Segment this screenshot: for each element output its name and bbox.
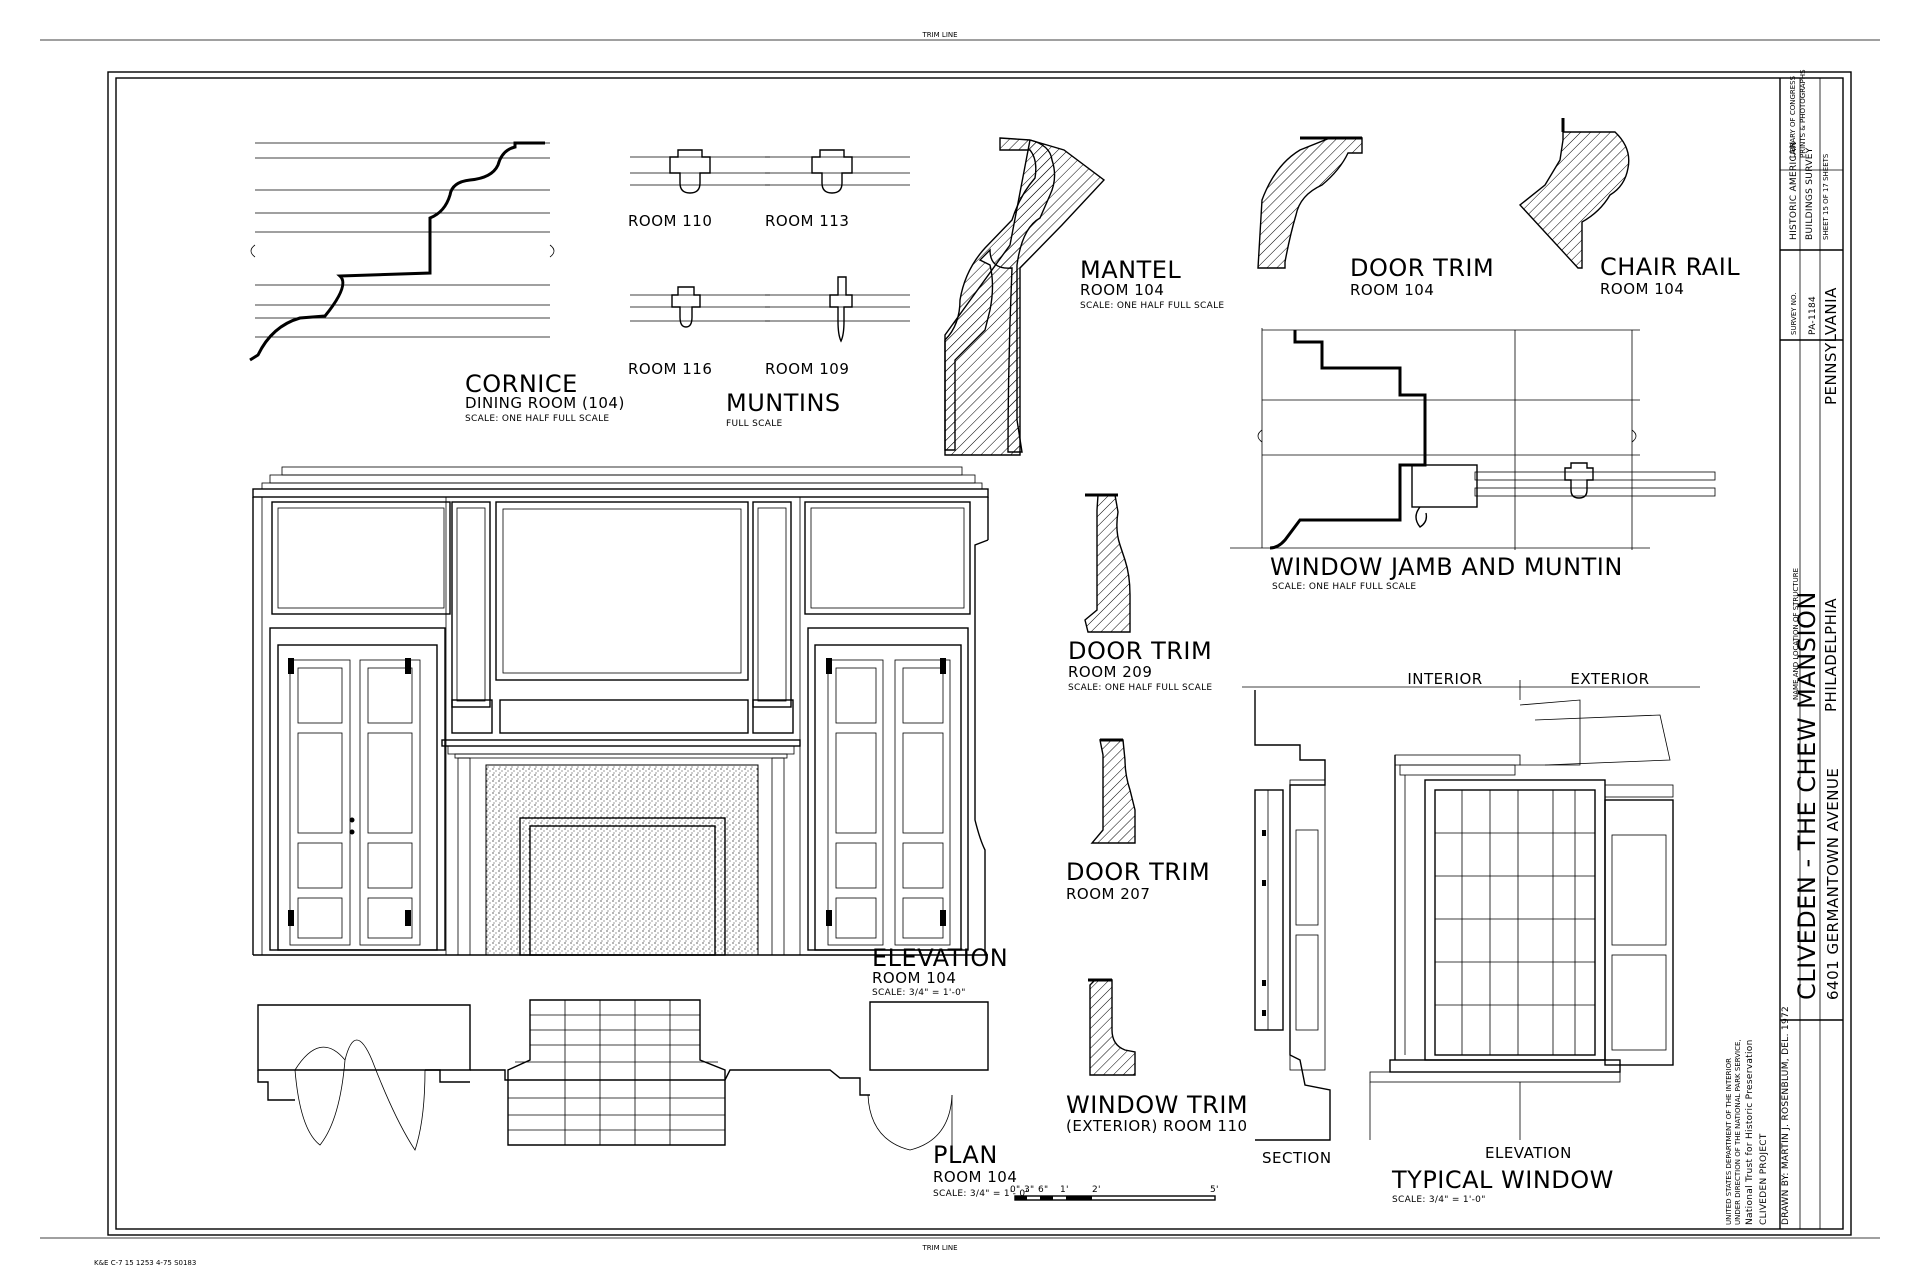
survey-name-line-2: BUILDINGS SURVEY [1805,147,1815,240]
door-trim-207-detail: DOOR TRIM ROOM 207 [1066,738,1210,903]
door-trim-104-detail: DOOR TRIM ROOM 104 [1257,136,1494,299]
window-jamb-title: WINDOW JAMB AND MUNTIN [1270,553,1623,581]
survey-no-label: SURVEY NO. [1790,293,1798,335]
door-trim-209-room: ROOM 209 [1068,663,1152,681]
door-trim-207-title: DOOR TRIM [1066,858,1210,886]
plan-title: PLAN [933,1141,998,1169]
door-trim-104-title: DOOR TRIM [1350,254,1494,282]
title-block: 6401 GERMANTOWN AVENUE CLIVEDEN - THE CH… [1725,69,1843,1229]
elevation-room: ROOM 104 [872,969,956,987]
muntin-room-110: ROOM 110 [628,212,712,230]
window-trim-room: (EXTERIOR) ROOM 110 [1066,1117,1248,1135]
door-trim-209-title: DOOR TRIM [1068,637,1212,665]
direction-line: UNDER DIRECTION OF THE NATIONAL PARK SER… [1734,1039,1742,1225]
muntins-title: MUNTINS [726,389,841,417]
scale-label-0: 0" [1010,1185,1020,1195]
chair-rail-room: ROOM 104 [1600,280,1684,298]
drawn-by: DRAWN BY: MARTIN J. ROSENBLUM, DEL. 1972 [1781,1006,1791,1225]
door-trim-209-scale: SCALE: ONE HALF FULL SCALE [1068,683,1212,693]
door-trim-209-detail: DOOR TRIM ROOM 209 SCALE: ONE HALF FULL … [1068,493,1212,693]
survey-number: PA-1184 [1808,296,1818,335]
elevation-title: ELEVATION [872,944,1008,972]
cornice-scale: SCALE: ONE HALF FULL SCALE [465,414,609,424]
window-trim-detail: WINDOW TRIM (EXTERIOR) ROOM 110 [1066,978,1248,1135]
muntin-room-113: ROOM 113 [765,212,849,230]
trim-line-top: TRIM LINE [921,31,957,39]
plan-room: ROOM 104 [933,1168,1017,1186]
muntin-room-109: ROOM 109 [765,360,849,378]
typical-window-detail: INTERIOR EXTERIOR SECTION [1242,670,1700,1205]
door-trim-207-room: ROOM 207 [1066,885,1150,903]
sheet-frame: TRIM LINE TRIM LINE K&E C-7 15 1253 4-75… [40,31,1880,1267]
building-name: CLIVEDEN - THE CHEW MANSION [1793,591,1821,1000]
trust-name: National Trust for Historic Preservation [1745,1039,1755,1225]
typical-window-title: TYPICAL WINDOW [1391,1166,1614,1194]
door-trim-104-room: ROOM 104 [1350,281,1434,299]
building-city: PHILADELPHIA [1822,598,1840,712]
corner-note-line-1: LIBRARY OF CONGRESS [1789,75,1797,158]
elevation-scale: SCALE: 3/4" = 1'-0" [872,988,966,998]
trim-line-bottom: TRIM LINE [921,1244,957,1252]
graphic-scale-bar: 0" 3" 6" 1' 2' 5' [1010,1185,1219,1201]
mantel-room: ROOM 104 [1080,281,1164,299]
cornice-room: DINING ROOM (104) [465,394,625,412]
chair-rail-title: CHAIR RAIL [1600,253,1740,281]
mantel-scale: SCALE: ONE HALF FULL SCALE [1080,301,1224,311]
mantel-title: MANTEL [1080,256,1181,284]
plan-scale: SCALE: 3/4" = 1'- 0" [933,1189,1030,1199]
building-state: PENNSYLVANIA [1822,287,1840,405]
scale-label-3: 3" [1024,1185,1034,1195]
survey-name-line-1: HISTORIC AMERICAN [1789,141,1799,240]
window-interior-label: INTERIOR [1407,670,1482,688]
building-address: 6401 GERMANTOWN AVENUE [1824,768,1842,1000]
typical-window-scale: SCALE: 3/4" = 1'-0" [1392,1195,1486,1205]
cornice-detail: CORNICE DINING ROOM (104) SCALE: ONE HAL… [249,141,625,424]
scale-label-1ft: 1' [1060,1185,1069,1195]
department-line: UNITED STATES DEPARTMENT OF THE INTERIOR [1725,1058,1733,1225]
sheet-number: SHEET 15 OF 17 SHEETS [1822,153,1830,240]
cornice-title: CORNICE [465,370,578,398]
window-jamb-scale: SCALE: ONE HALF FULL SCALE [1272,582,1416,592]
scale-label-6: 6" [1038,1185,1048,1195]
room-104-elevation: ELEVATION ROOM 104 SCALE: 3/4" = 1'-0" [252,466,1008,998]
window-elevation-label: ELEVATION [1485,1144,1572,1162]
room-104-plan: PLAN ROOM 104 SCALE: 3/4" = 1'- 0" [257,999,1030,1199]
window-exterior-label: EXTERIOR [1570,670,1649,688]
print-code: K&E C-7 15 1253 4-75 S0183 [94,1259,196,1267]
muntins-detail: ROOM 110 ROOM 113 ROOM 116 ROOM 109 MUNT… [628,149,910,429]
project-name: CLIVEDEN PROJECT [1759,1133,1769,1225]
mantel-detail: MANTEL ROOM 104 SCALE: ONE HALF FULL SCA… [944,137,1224,456]
window-jamb-detail: WINDOW JAMB AND MUNTIN SCALE: ONE HALF F… [1230,328,1716,592]
window-trim-title: WINDOW TRIM [1066,1091,1248,1119]
scale-label-2ft: 2' [1092,1185,1101,1195]
scale-label-5ft: 5' [1210,1185,1219,1195]
window-section-label: SECTION [1262,1149,1332,1167]
muntins-scale: FULL SCALE [726,419,783,429]
muntin-room-116: ROOM 116 [628,360,712,378]
structure-name-label: NAME AND LOCATION OF STRUCTURE [1792,568,1800,700]
corner-note-line-2: PRINTS & PHOTOGRAPHS [1799,69,1807,158]
chair-rail-detail: CHAIR RAIL ROOM 104 [1518,118,1740,298]
